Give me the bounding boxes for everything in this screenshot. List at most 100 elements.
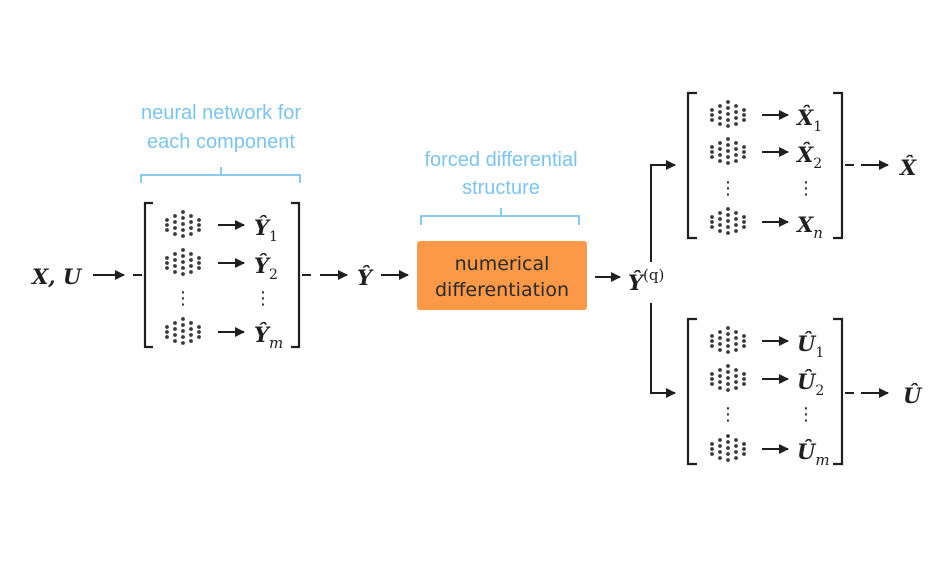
neuron-dot — [189, 327, 193, 331]
neuron-dot — [173, 226, 177, 230]
neuron-dot — [718, 380, 722, 384]
neuron-dot — [189, 220, 193, 224]
neuron-dot — [173, 258, 177, 262]
neuron-dot — [726, 124, 730, 128]
bracket-left-open — [143, 201, 153, 349]
neuron-dot — [718, 122, 722, 126]
neuron-dot — [710, 225, 714, 229]
neuron-dot — [718, 438, 722, 442]
bracket-u-open — [686, 317, 697, 466]
neuron-dot — [181, 323, 185, 327]
neuron-dot — [726, 231, 730, 235]
u1-label: Û1 — [797, 331, 824, 361]
neuron-dots-x — [710, 100, 746, 235]
neuron-dot — [718, 450, 722, 454]
neuron-dot — [181, 329, 185, 333]
neuron-dot — [726, 388, 730, 392]
vdots-y-dots: ⋮ — [174, 288, 192, 309]
neuron-dot — [726, 326, 730, 330]
neuron-dot — [189, 258, 193, 262]
neuron-dot — [742, 442, 746, 446]
neuron-dot — [734, 348, 738, 352]
neuron-dot — [726, 118, 730, 122]
neuron-dot — [165, 228, 169, 232]
neuron-dot — [734, 374, 738, 378]
x-hat-label: X̂ — [898, 155, 917, 180]
neuron-dot — [742, 108, 746, 112]
neuron-dot — [718, 153, 722, 157]
neuron-dot — [742, 334, 746, 338]
neuron-dot — [181, 260, 185, 264]
neuron-dot — [726, 106, 730, 110]
neuron-dot — [197, 256, 201, 260]
neuron-dot — [710, 108, 714, 112]
vdots-x-dots: ⋮ — [719, 178, 737, 199]
neuron-dot — [726, 440, 730, 444]
neuron-dot — [726, 207, 730, 211]
neuron-dot — [734, 147, 738, 151]
neuron-dot — [165, 218, 169, 222]
neuron-dot — [742, 372, 746, 376]
neuron-dot — [197, 218, 201, 222]
neuron-dot — [742, 150, 746, 154]
neuron-dot — [718, 116, 722, 120]
y1-label: Ŷ1 — [254, 215, 278, 245]
neuron-dot — [710, 145, 714, 149]
neuron-dot — [734, 330, 738, 334]
neuron-dot — [173, 264, 177, 268]
neuron-dot — [181, 335, 185, 339]
neuron-dot — [742, 339, 746, 343]
input-label: X, U — [30, 264, 83, 289]
neuron-dot — [173, 333, 177, 337]
bracket-u-close — [833, 317, 844, 466]
neuron-dot — [742, 113, 746, 117]
box-line-2: differentiation — [435, 279, 569, 301]
neuron-dot — [734, 116, 738, 120]
neuron-dot — [742, 215, 746, 219]
neuron-dot — [165, 261, 169, 265]
neuron-dot — [718, 223, 722, 227]
numerical-differentiation-box — [417, 241, 587, 310]
neuron-dot — [726, 213, 730, 217]
neuron-dot — [710, 372, 714, 376]
neuron-dot — [181, 234, 185, 238]
neuron-dot — [181, 210, 185, 214]
neuron-dot — [734, 342, 738, 346]
neuron-dot — [710, 377, 714, 381]
neuron-dot — [710, 344, 714, 348]
neuron-dot — [718, 141, 722, 145]
neuron-dot — [734, 386, 738, 390]
neuron-dot — [173, 327, 177, 331]
y-hat-label: Ŷ — [357, 265, 374, 290]
vdots-u-labels: ⋮ — [797, 404, 815, 425]
neuron-dot — [165, 335, 169, 339]
neuron-dot — [710, 447, 714, 451]
u2-label: Û2 — [797, 369, 824, 399]
neuron-dot — [734, 380, 738, 384]
neuron-dot — [726, 452, 730, 456]
box-line-1: numerical — [455, 253, 550, 275]
annotation-each-component: each component — [147, 131, 295, 153]
ym-label: Ŷm — [254, 322, 283, 352]
neuron-dot — [734, 229, 738, 233]
neuron-dot — [710, 113, 714, 117]
neuron-dot — [734, 211, 738, 215]
neuron-dot — [726, 434, 730, 438]
neuron-dots-y — [165, 210, 201, 345]
neuron-dot — [710, 155, 714, 159]
neuron-dot — [734, 110, 738, 114]
neuron-dot — [181, 266, 185, 270]
neuron-dot — [189, 214, 193, 218]
annotation-brace-middle — [420, 208, 580, 225]
neuron-dot — [718, 104, 722, 108]
neuron-dot — [742, 155, 746, 159]
vdots-u-dots: ⋮ — [719, 404, 737, 425]
annotation-structure: structure — [462, 177, 540, 199]
annotation-neural-network: neural network for — [141, 102, 301, 124]
neuron-dot — [189, 226, 193, 230]
neuron-dot — [165, 256, 169, 260]
neuron-dot — [718, 211, 722, 215]
neuron-dot — [734, 223, 738, 227]
neuron-dot — [173, 252, 177, 256]
